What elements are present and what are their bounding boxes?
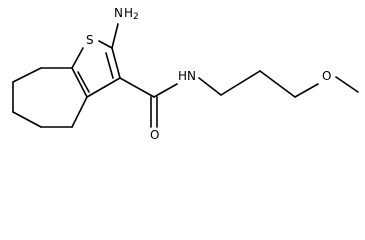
bond-c2-nh2 <box>111 23 119 49</box>
amine-hydrogen-count-label: 2 <box>133 12 139 22</box>
amino-group-label: N H 2 <box>114 6 139 22</box>
bond-ch2-c-o <box>294 83 319 98</box>
bond-carbonyl-n <box>153 83 178 98</box>
bond-c2-c3 <box>111 47 121 79</box>
bond-c2-c3-double <box>105 52 114 79</box>
bond-ring-c5-c4 <box>12 111 42 128</box>
amide-hydrogen-label: H <box>178 69 187 83</box>
bond-n-ch2-a <box>198 77 222 96</box>
sulfur-atom-label: S <box>86 33 94 47</box>
amide-nitrogen-label: N <box>187 69 196 83</box>
bond-c3-carbonyl <box>119 77 155 98</box>
carbonyl-oxygen-label: O <box>150 128 159 142</box>
ether-oxygen-label: O <box>322 69 331 83</box>
bond-ring-c7-c6 <box>12 67 42 83</box>
bond-ch2-b-ch2-c <box>259 70 296 98</box>
bond-ring-c4a-c7a <box>71 96 88 128</box>
bond-s-c2 <box>98 40 113 49</box>
amide-nh-label: H N <box>178 69 196 83</box>
bond-ch2-a-ch2-b <box>220 70 261 96</box>
bond-c7a-c4a-double <box>77 71 90 93</box>
bond-c3-c4a <box>86 77 121 98</box>
carboxamide-group <box>119 77 178 128</box>
bond-o-ch3 <box>335 76 359 93</box>
methoxypropyl-chain <box>198 70 359 98</box>
thiophene-ring <box>71 40 121 98</box>
bond-c7a-s <box>71 47 84 69</box>
amine-hydrogen-label: H <box>124 6 133 20</box>
bond-c7a-c4a-fused <box>71 67 88 98</box>
cyclohexane-ring <box>12 67 88 128</box>
chemical-structure-diagram: S N H 2 H N O O <box>12 6 359 142</box>
amine-nitrogen-label: N <box>114 6 123 20</box>
